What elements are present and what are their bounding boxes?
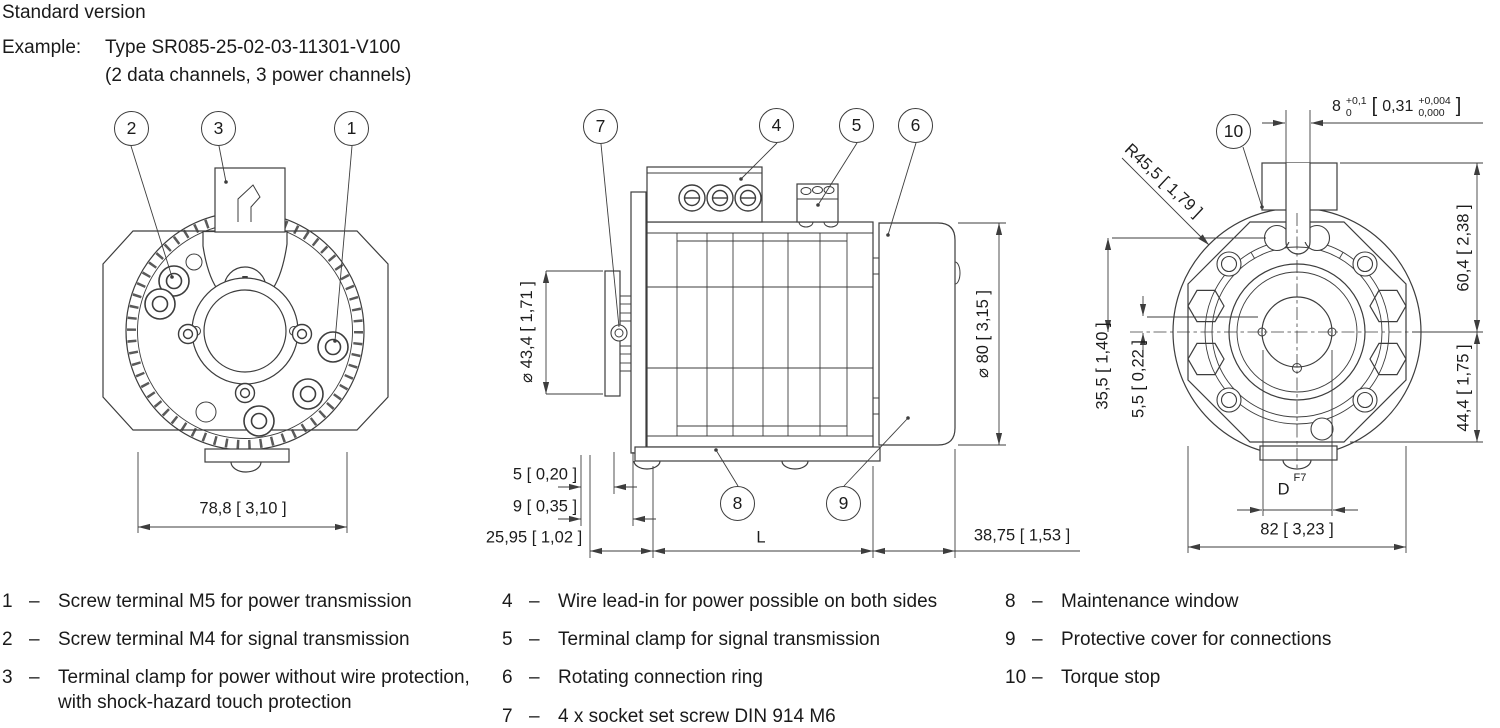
groove-inch: 0,31 <box>1382 98 1414 116</box>
dim-back-355: 35,5 [ 1,40 ] <box>1093 322 1112 410</box>
legend-item-dash: – <box>529 667 540 689</box>
balloon-8: 8 <box>720 486 755 521</box>
legend-item-number: 5 <box>502 629 513 651</box>
legend-item-number: 8 <box>1005 591 1016 612</box>
legend-item-9: 9 – Protective cover for connections <box>1005 628 1331 653</box>
legend-item-text: Terminal clamp for power without wire pr… <box>58 667 470 714</box>
balloon-4: 4 <box>759 108 794 143</box>
dim-side-2595: 25,95 [ 1,02 ] <box>485 528 583 547</box>
legend-item-number: 6 <box>502 667 513 689</box>
groove-inch-tol-lower: 0,000 <box>1418 107 1445 120</box>
bracket-close: ] <box>1455 94 1462 117</box>
dim-side-outer-diameter: ⌀ 80 [ 3,15 ] <box>974 290 992 378</box>
balloon-9: 9 <box>826 486 861 521</box>
groove-tol-upper: +0,1 <box>1345 95 1367 107</box>
dim-side-5: 5 [ 0,20 ] <box>512 465 578 484</box>
balloon-6: 6 <box>898 108 933 143</box>
dim-back-604: 60,4 [ 2,38 ] <box>1454 204 1473 292</box>
legend-item-7: 7 – 4 x socket set screw DIN 914 M6 <box>502 705 937 728</box>
legend-item-dash: – <box>29 629 40 651</box>
legend-item-text: Terminal clamp for signal transmission <box>558 629 881 651</box>
legend-item-6: 6 – Rotating connection ring <box>502 666 937 691</box>
legend-item-dash: – <box>1032 591 1043 612</box>
legend-item-4: 4 – Wire lead-in for power possible on b… <box>502 590 937 615</box>
side-view-drawing <box>542 142 1080 558</box>
legend-item-2: 2 – Screw terminal M4 for signal transmi… <box>2 628 480 653</box>
balloon-2: 2 <box>114 111 149 146</box>
legend-column-3: 8 – Maintenance window 9 – Protective co… <box>1005 590 1331 705</box>
legend-item-dash: – <box>29 591 40 612</box>
legend-item-text: Maintenance window <box>1061 591 1239 612</box>
dim-side-9: 9 [ 0,35 ] <box>512 497 578 516</box>
groove-inch-tol-upper: +0,004 <box>1418 95 1451 107</box>
legend-item-text: Protective cover for connections <box>1061 629 1332 651</box>
dim-side-3875: 38,75 [ 1,53 ] <box>973 526 1071 545</box>
dim-back-bore: DF7 <box>1277 472 1307 500</box>
legend-item-number: 1 <box>2 591 13 612</box>
dim-back-444: 44,4 [ 1,75 ] <box>1454 344 1473 432</box>
dim-side-bore-diameter: ⌀ 43,4 [ 1,71 ] <box>518 281 536 383</box>
legend-item-text: 4 x socket set screw DIN 914 M6 <box>558 705 836 727</box>
bore-letter: D <box>1277 480 1290 499</box>
legend-item-dash: – <box>29 667 40 689</box>
legend-item-text: Torque stop <box>1061 667 1161 689</box>
dim-side-length: L <box>756 528 766 547</box>
balloon-3: 3 <box>201 111 236 146</box>
legend-column-2: 4 – Wire lead-in for power possible on b… <box>502 590 937 728</box>
groove-nominal: 8 <box>1332 98 1341 116</box>
balloon-1: 1 <box>334 111 369 146</box>
bore-fit-class: F7 <box>1293 471 1307 484</box>
example-type-code: Type SR085-25-02-03-11301-V100 <box>105 37 401 58</box>
dim-back-82: 82 [ 3,23 ] <box>1260 520 1334 539</box>
legend-item-dash: – <box>529 629 540 651</box>
dim-front-width: 78,8 [ 3,10 ] <box>199 499 287 518</box>
balloon-7: 7 <box>583 109 618 144</box>
legend-item-10: 10 – Torque stop <box>1005 666 1331 691</box>
legend-item-number: 10 <box>1005 667 1027 689</box>
legend-item-3: 3 – Terminal clamp for power without wir… <box>2 666 480 715</box>
legend-item-dash: – <box>1032 667 1043 689</box>
balloon-10: 10 <box>1216 114 1251 149</box>
legend-item-dash: – <box>529 705 540 727</box>
example-channels: (2 data channels, 3 power channels) <box>105 65 412 86</box>
legend-item-1: 1 – Screw terminal M5 for power transmis… <box>2 590 480 615</box>
example-label: Example: <box>2 37 82 58</box>
balloon-5: 5 <box>839 108 874 143</box>
legend-item-dash: – <box>1032 629 1043 651</box>
back-view-drawing <box>1104 110 1483 553</box>
legend-item-number: 9 <box>1005 629 1016 651</box>
legend-item-text: Rotating connection ring <box>558 667 763 689</box>
legend-item-number: 2 <box>2 629 13 651</box>
dim-back-55: 5,5 [ 0,22 ] <box>1129 340 1148 418</box>
front-view-drawing <box>102 145 389 533</box>
legend-item-text: Wire lead-in for power possible on both … <box>558 591 938 612</box>
groove-tol-lower: 0 <box>1345 107 1352 120</box>
page-title: Standard version <box>2 2 146 23</box>
legend-item-dash: – <box>529 591 540 612</box>
legend-column-1: 1 – Screw terminal M5 for power transmis… <box>2 590 480 728</box>
legend-item-text: Screw terminal M5 for power transmission <box>58 591 412 612</box>
legend-item-8: 8 – Maintenance window <box>1005 590 1331 615</box>
legend-item-5: 5 – Terminal clamp for signal transmissi… <box>502 628 937 653</box>
bracket-open: [ <box>1371 94 1378 117</box>
legend-item-number: 7 <box>502 705 513 727</box>
legend-item-text: Screw terminal M4 for signal transmissio… <box>58 629 410 651</box>
legend-item-number: 3 <box>2 667 13 689</box>
legend-item-number: 4 <box>502 591 513 612</box>
